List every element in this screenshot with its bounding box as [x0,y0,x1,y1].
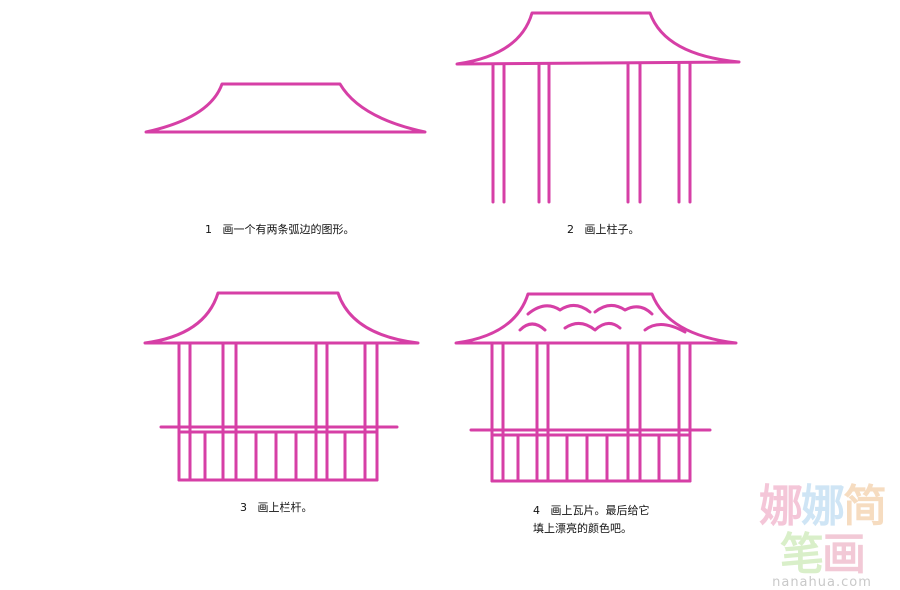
step3-pavilion [143,291,420,482]
step1-roof [144,82,427,134]
step2-text: 画上柱子。 [584,223,640,236]
watermark-logo: 娜娜简笔画 [759,481,887,580]
step4-caption: 4 画上瓦片。最后给它 [533,502,650,519]
step3-number: 3 [240,501,247,514]
step4-pavilion [454,292,738,483]
step4-text-line2: 填上漂亮的颜色吧。 [533,522,632,535]
watermark: 娜娜简笔画 nanahua.com [748,483,896,590]
step2-number: 2 [567,223,574,236]
step4-number: 4 [533,504,540,517]
step1-caption: 1 画一个有两条弧边的图形。 [205,221,355,238]
step1-text: 画一个有两条弧边的图形。 [222,223,355,236]
step1-number: 1 [205,223,212,236]
step2-caption: 2 画上柱子。 [567,221,640,238]
step3-caption: 3 画上栏杆。 [240,499,313,516]
drawing-steps [143,11,741,483]
watermark-url: nanahua.com [772,575,872,590]
step4-caption-line2: 填上漂亮的颜色吧。 [533,520,632,537]
step2-pavilion [455,11,741,204]
step4-text: 画上瓦片。最后给它 [550,504,650,517]
step3-text: 画上栏杆。 [257,501,313,514]
